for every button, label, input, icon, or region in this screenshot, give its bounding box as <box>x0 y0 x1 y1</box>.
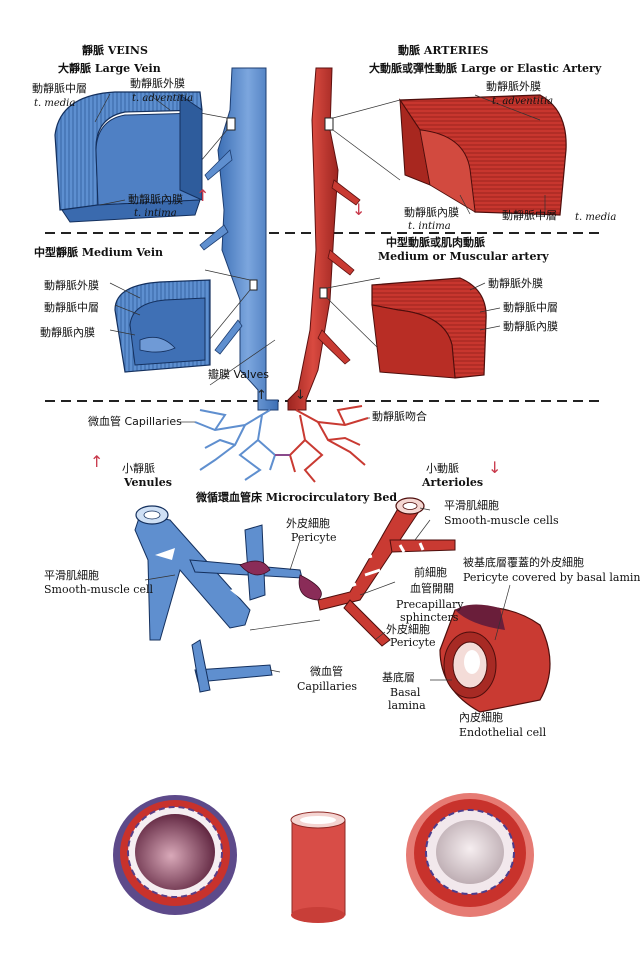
large-artery-intima-en: t. intima <box>408 221 451 232</box>
large-vein-adventitia-en: t. adventitia <box>132 93 194 104</box>
pericyte-covered-cell <box>439 604 551 713</box>
pericyte-covered-zh: 被基底層覆蓋的外皮細胞 <box>463 556 584 569</box>
medium-artery-section <box>371 277 487 379</box>
smooth-muscle-top-en: Smooth-muscle cells <box>444 514 559 527</box>
large-vein-intima-zh: 動靜脈內膜 <box>128 193 183 206</box>
venules-zh: 小靜脈 <box>122 462 155 475</box>
medium-artery-title-en: Medium or Muscular artery <box>378 250 549 263</box>
large-vein-title: 大靜脈 Large Vein <box>58 62 161 75</box>
large-artery-adventitia-zh: 動靜脈外膜 <box>486 80 541 93</box>
medium-vein-section <box>114 279 211 373</box>
capillaries-zh: 微血管 <box>310 665 343 678</box>
down-arrow-icon: ↓ <box>352 200 366 219</box>
precapillary-en-2: sphincters <box>400 611 459 624</box>
main-artery-trunk <box>287 67 361 411</box>
pericyte-mid-zh: 外皮細胞 <box>386 623 430 636</box>
anastomosis-label: 動靜脈吻合 <box>372 410 427 423</box>
bottom-vein-cross-section <box>113 795 237 915</box>
medium-vein-adventitia: 動靜脈外膜 <box>44 279 99 292</box>
precapillary-zh-1: 前細胞 <box>414 566 447 579</box>
down-arrow-icon: ↓ <box>488 458 502 477</box>
endothelial-zh: 內皮細胞 <box>459 711 503 724</box>
large-vein-media-en: t. media <box>34 98 76 109</box>
medium-artery-intima: 動靜脈內膜 <box>503 320 558 333</box>
main-vein-trunk <box>199 67 279 411</box>
pericyte-top-en: Pericyte <box>291 531 337 544</box>
veins-header: 靜脈 VEINS <box>82 44 148 57</box>
large-artery-adventitia-en: t. adventitia <box>492 96 554 107</box>
pericyte-covered-en: Pericyte covered by basal lamina <box>463 571 640 584</box>
arterioles-en: Arterioles <box>422 476 484 489</box>
bottom-artery-cross-section <box>406 793 534 917</box>
basal-lamina-zh: 基底層 <box>382 671 415 684</box>
medium-vein-valves: 瓣膜 Valves <box>208 368 269 381</box>
large-artery-title: 大動脈或彈性動脈 Large or Elastic Artery <box>369 62 602 75</box>
large-artery-media-en: t. media <box>575 212 617 223</box>
smooth-muscle-top-zh: 平滑肌細胞 <box>444 499 499 512</box>
large-vein-media-zh: 動靜脈中層 <box>32 82 87 95</box>
capillaries-en: Capillaries <box>297 680 358 693</box>
capillary-network <box>194 405 369 483</box>
medium-vein-media: 動靜脈中層 <box>44 301 99 314</box>
large-vein-intima-en: t. intima <box>134 208 177 219</box>
capillaries-label: 微血管 Capillaries <box>88 415 182 428</box>
up-arrow-icon: ↑ <box>196 186 210 205</box>
medium-artery-adventitia: 動靜脈外膜 <box>488 277 543 290</box>
large-artery-intima-zh: 動靜脈內膜 <box>404 206 459 219</box>
flow-arrow-icon: ↓ <box>295 388 306 403</box>
smooth-muscle-left-zh: 平滑肌細胞 <box>44 569 99 582</box>
precapillary-zh-2: 血管開關 <box>410 582 454 595</box>
medium-vein-title: 中型靜脈 Medium Vein <box>34 246 164 259</box>
pericyte-mid-en: Pericyte <box>390 636 436 649</box>
endothelial-en: Endothelial cell <box>459 726 547 739</box>
medium-artery-media: 動靜脈中層 <box>503 301 558 314</box>
medium-artery-title-zh: 中型動脈或肌肉動脈 <box>386 236 485 249</box>
arteriole-network <box>239 497 456 647</box>
large-vein-section <box>54 91 203 223</box>
venule-network <box>134 505 303 693</box>
arterioles-zh: 小動脈 <box>426 462 459 475</box>
basal-lamina-en-2: lamina <box>388 699 426 712</box>
precapillary-en-1: Precapillary <box>396 598 464 611</box>
basal-lamina-en-1: Basal <box>390 686 421 699</box>
smooth-muscle-left-en: Smooth-muscle cell <box>44 583 153 596</box>
arteries-header: 動脈 ARTERIES <box>398 44 489 57</box>
large-artery-media-zh: 動靜脈中層 <box>502 209 557 222</box>
microcirculatory-bed-label: 微循環血管床 Microcirculatory Bed <box>196 491 398 504</box>
bottom-capillary <box>290 811 346 923</box>
large-vein-adventitia-zh: 動靜脈外膜 <box>130 77 185 90</box>
venules-en: Venules <box>124 476 172 489</box>
pericyte-top-zh: 外皮細胞 <box>286 517 330 530</box>
up-arrow-icon: ↑ <box>90 452 104 471</box>
medium-vein-intima: 動靜脈內膜 <box>40 326 95 339</box>
flow-arrow-icon: ↑ <box>256 388 267 403</box>
large-artery-section <box>398 94 567 216</box>
